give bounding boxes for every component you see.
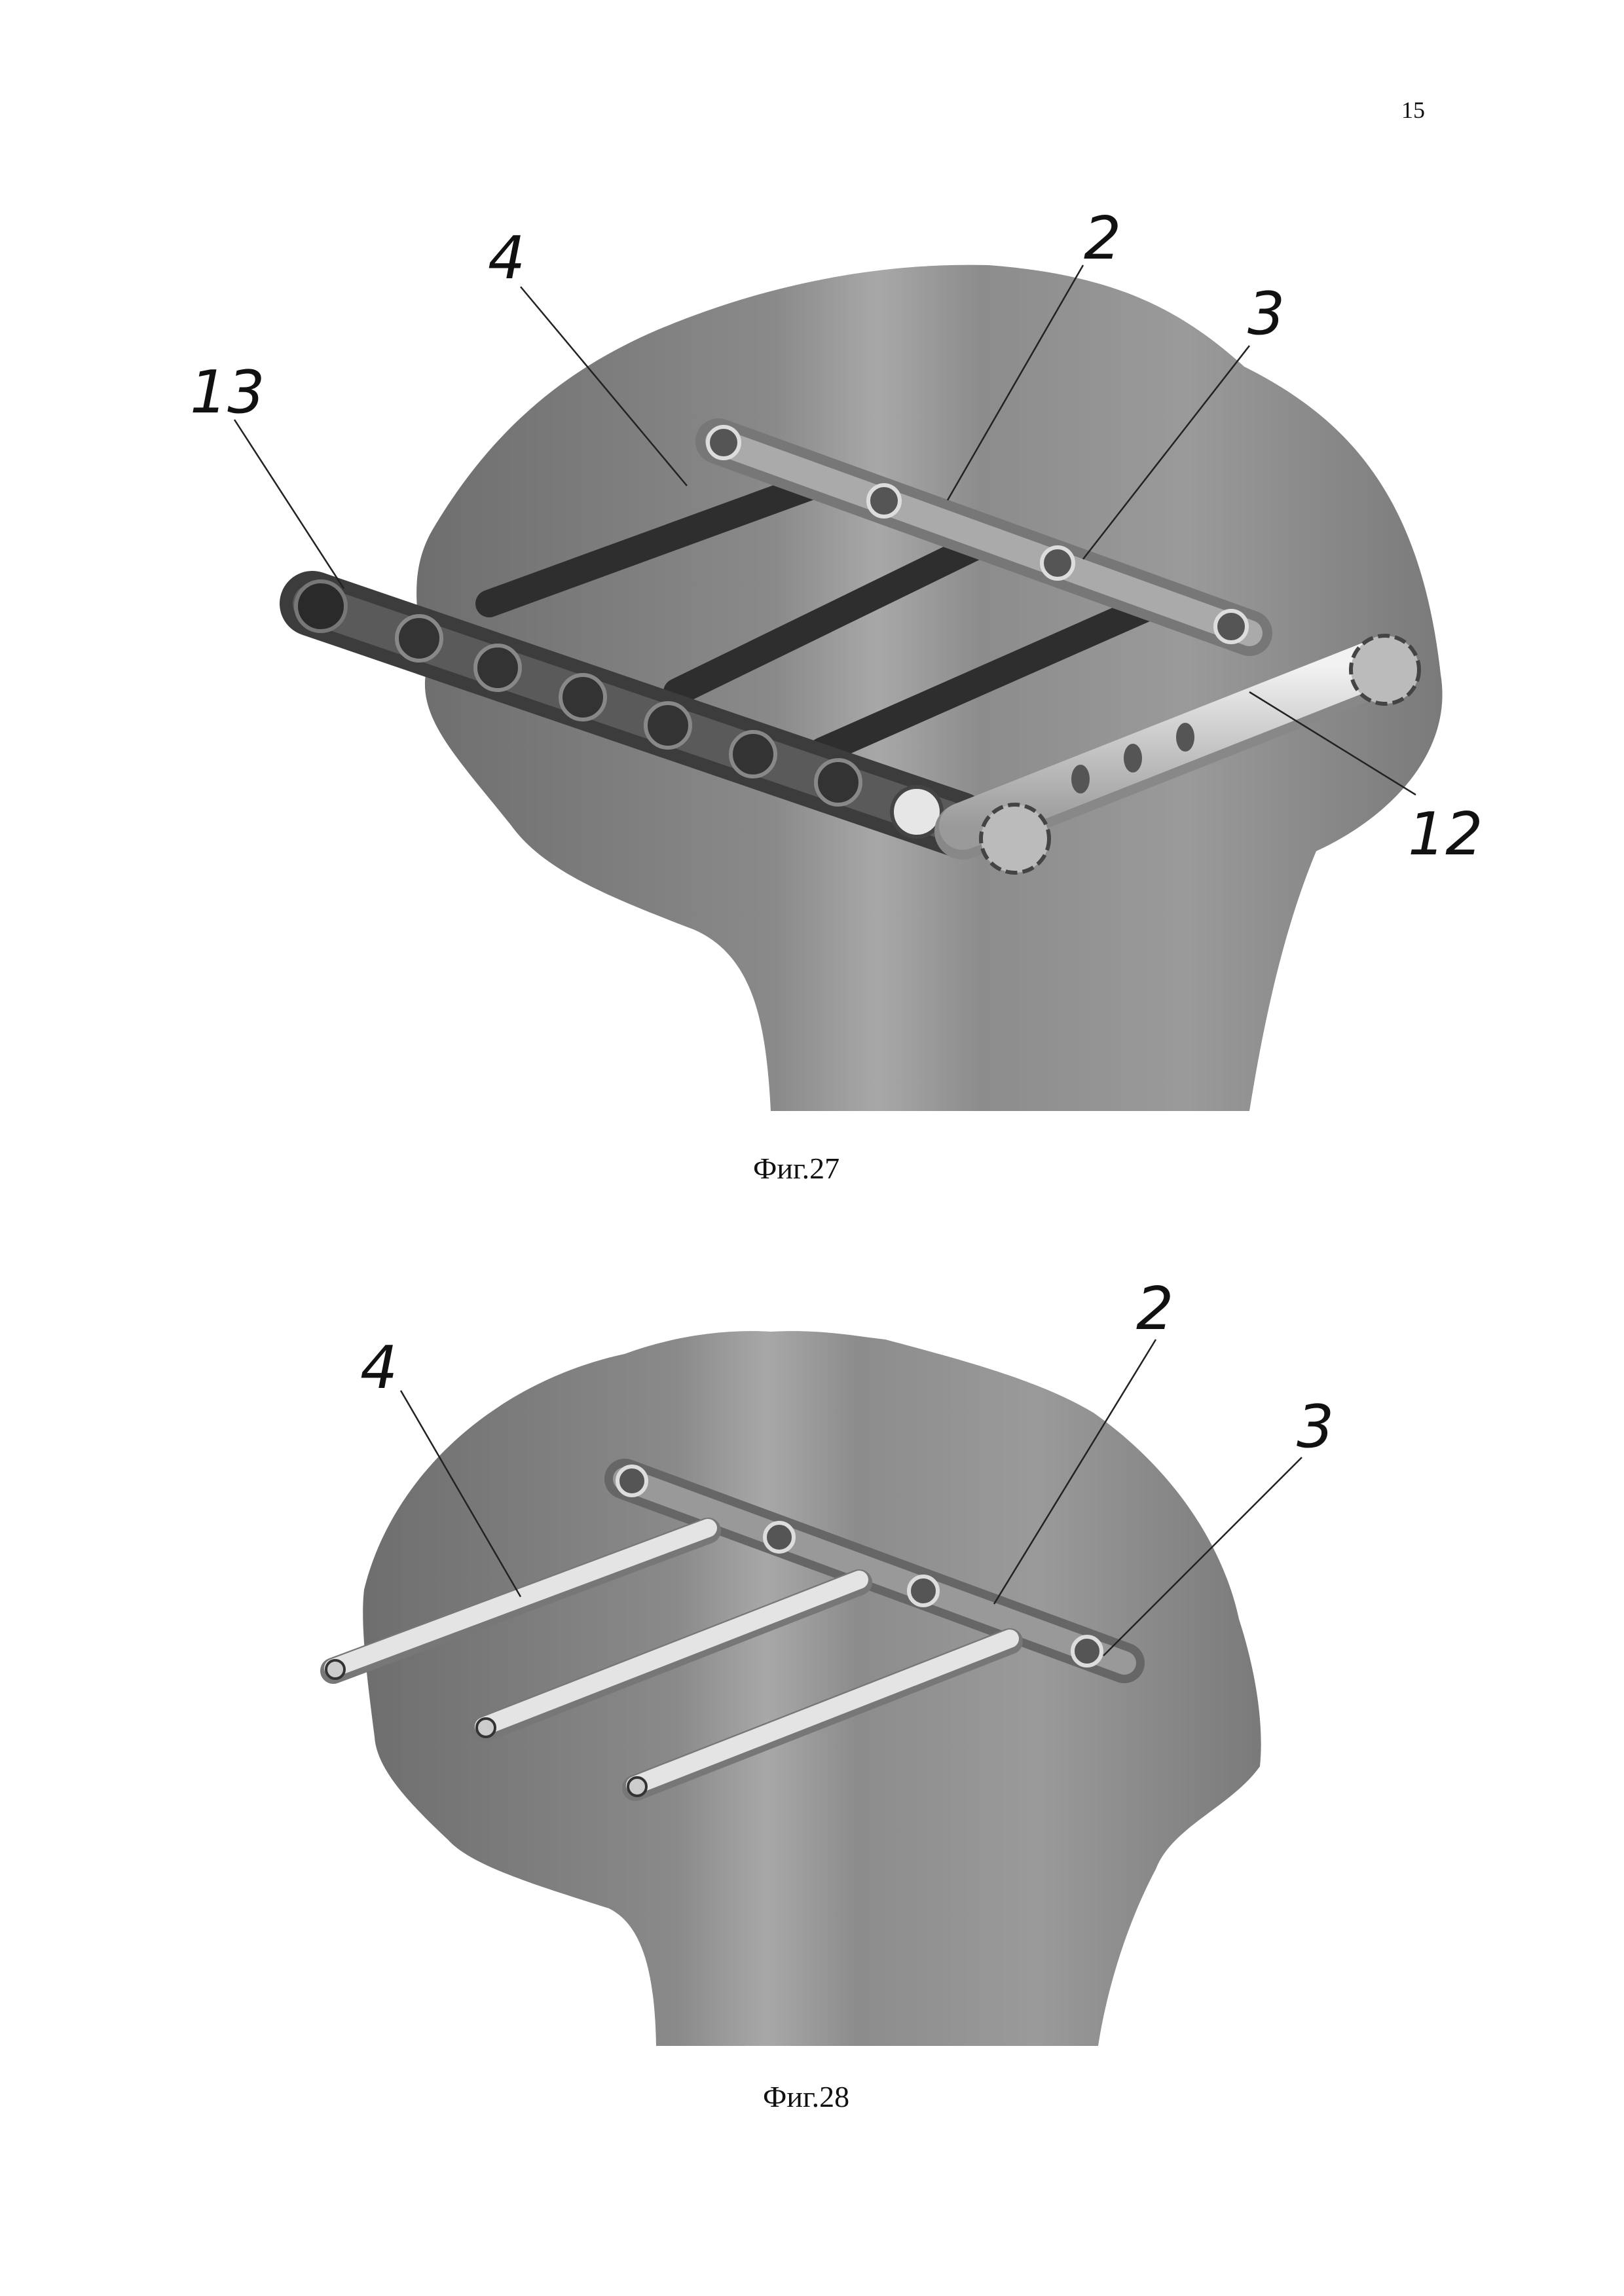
plate-2 [695, 418, 1272, 656]
label-4: 4 [360, 1334, 397, 1402]
plate-13 [280, 571, 991, 857]
figure-caption: Фиг.27 [753, 1152, 840, 1185]
label-12: 12 [1408, 800, 1483, 869]
figure-caption: Фиг.28 [763, 2080, 849, 2113]
knob-icon [979, 803, 1051, 875]
plate-2 [604, 1459, 1145, 1683]
bone-silhouette [363, 1331, 1261, 2046]
figure-28: 4 2 3 Фиг.28 [320, 1275, 1334, 2113]
connecting-rods [475, 472, 1170, 765]
label-2: 2 [1136, 1275, 1173, 1343]
cylinder-12 [934, 634, 1421, 875]
bone-silhouette [416, 264, 1443, 1112]
guide-rods [320, 1518, 1023, 1801]
label-3: 3 [1297, 1393, 1334, 1461]
label-2: 2 [1084, 204, 1121, 273]
label-13: 13 [190, 358, 265, 427]
figure-27: 13 4 2 3 12 Фиг.27 [190, 204, 1483, 1185]
knob-icon [1349, 634, 1421, 706]
label-3: 3 [1247, 280, 1285, 348]
label-4: 4 [488, 224, 525, 293]
page-number: 15 [1401, 97, 1425, 123]
